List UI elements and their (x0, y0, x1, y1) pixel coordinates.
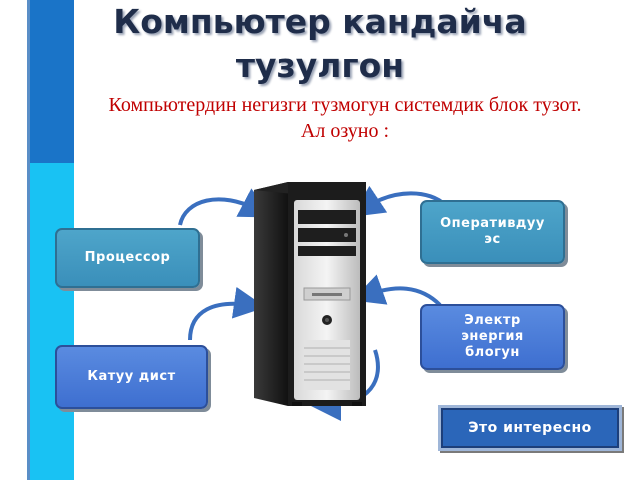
interesting-button[interactable]: Это интересно (438, 405, 622, 451)
arrow-psu (351, 274, 442, 307)
subtitle-line-1: Компьютердин негизги тузмогун системдик … (108, 94, 582, 116)
page-title: Компьютер кандайча тузулгон (60, 0, 580, 88)
hdd-label: Катуу дист (87, 369, 176, 384)
cpu-label: Процессор (84, 250, 171, 265)
psu-label-line-1: Электр (464, 313, 521, 328)
page-subtitle: Компьютердин негизги тузмогун системдик … (80, 92, 610, 144)
title-line-2: тузулгон (235, 46, 405, 85)
sidebar-stripe-light (30, 163, 74, 480)
arrow-hdd (188, 286, 266, 341)
component-ram-box[interactable]: Оперативдуу эс (420, 200, 565, 264)
title-line-1: Компьютер кандайча (113, 2, 527, 41)
component-cpu-box[interactable]: Процессор (55, 228, 200, 288)
ram-label-line-1: Оперативдуу (440, 216, 545, 231)
ram-label-line-2: эс (484, 232, 501, 247)
sidebar (0, 0, 30, 480)
arrow-cpu (178, 188, 273, 226)
psu-label-line-2: энергия (461, 329, 524, 344)
psu-label-line-3: блогун (465, 345, 520, 360)
sidebar-separator (27, 0, 30, 480)
component-power-box[interactable]: Электр энергия блогун (420, 304, 565, 370)
system-unit-icon (254, 182, 366, 406)
component-hdd-box[interactable]: Катуу дист (55, 345, 208, 409)
subtitle-line-2: Ал озуно : (300, 120, 390, 142)
sidebar-stripe-dark (30, 0, 74, 163)
